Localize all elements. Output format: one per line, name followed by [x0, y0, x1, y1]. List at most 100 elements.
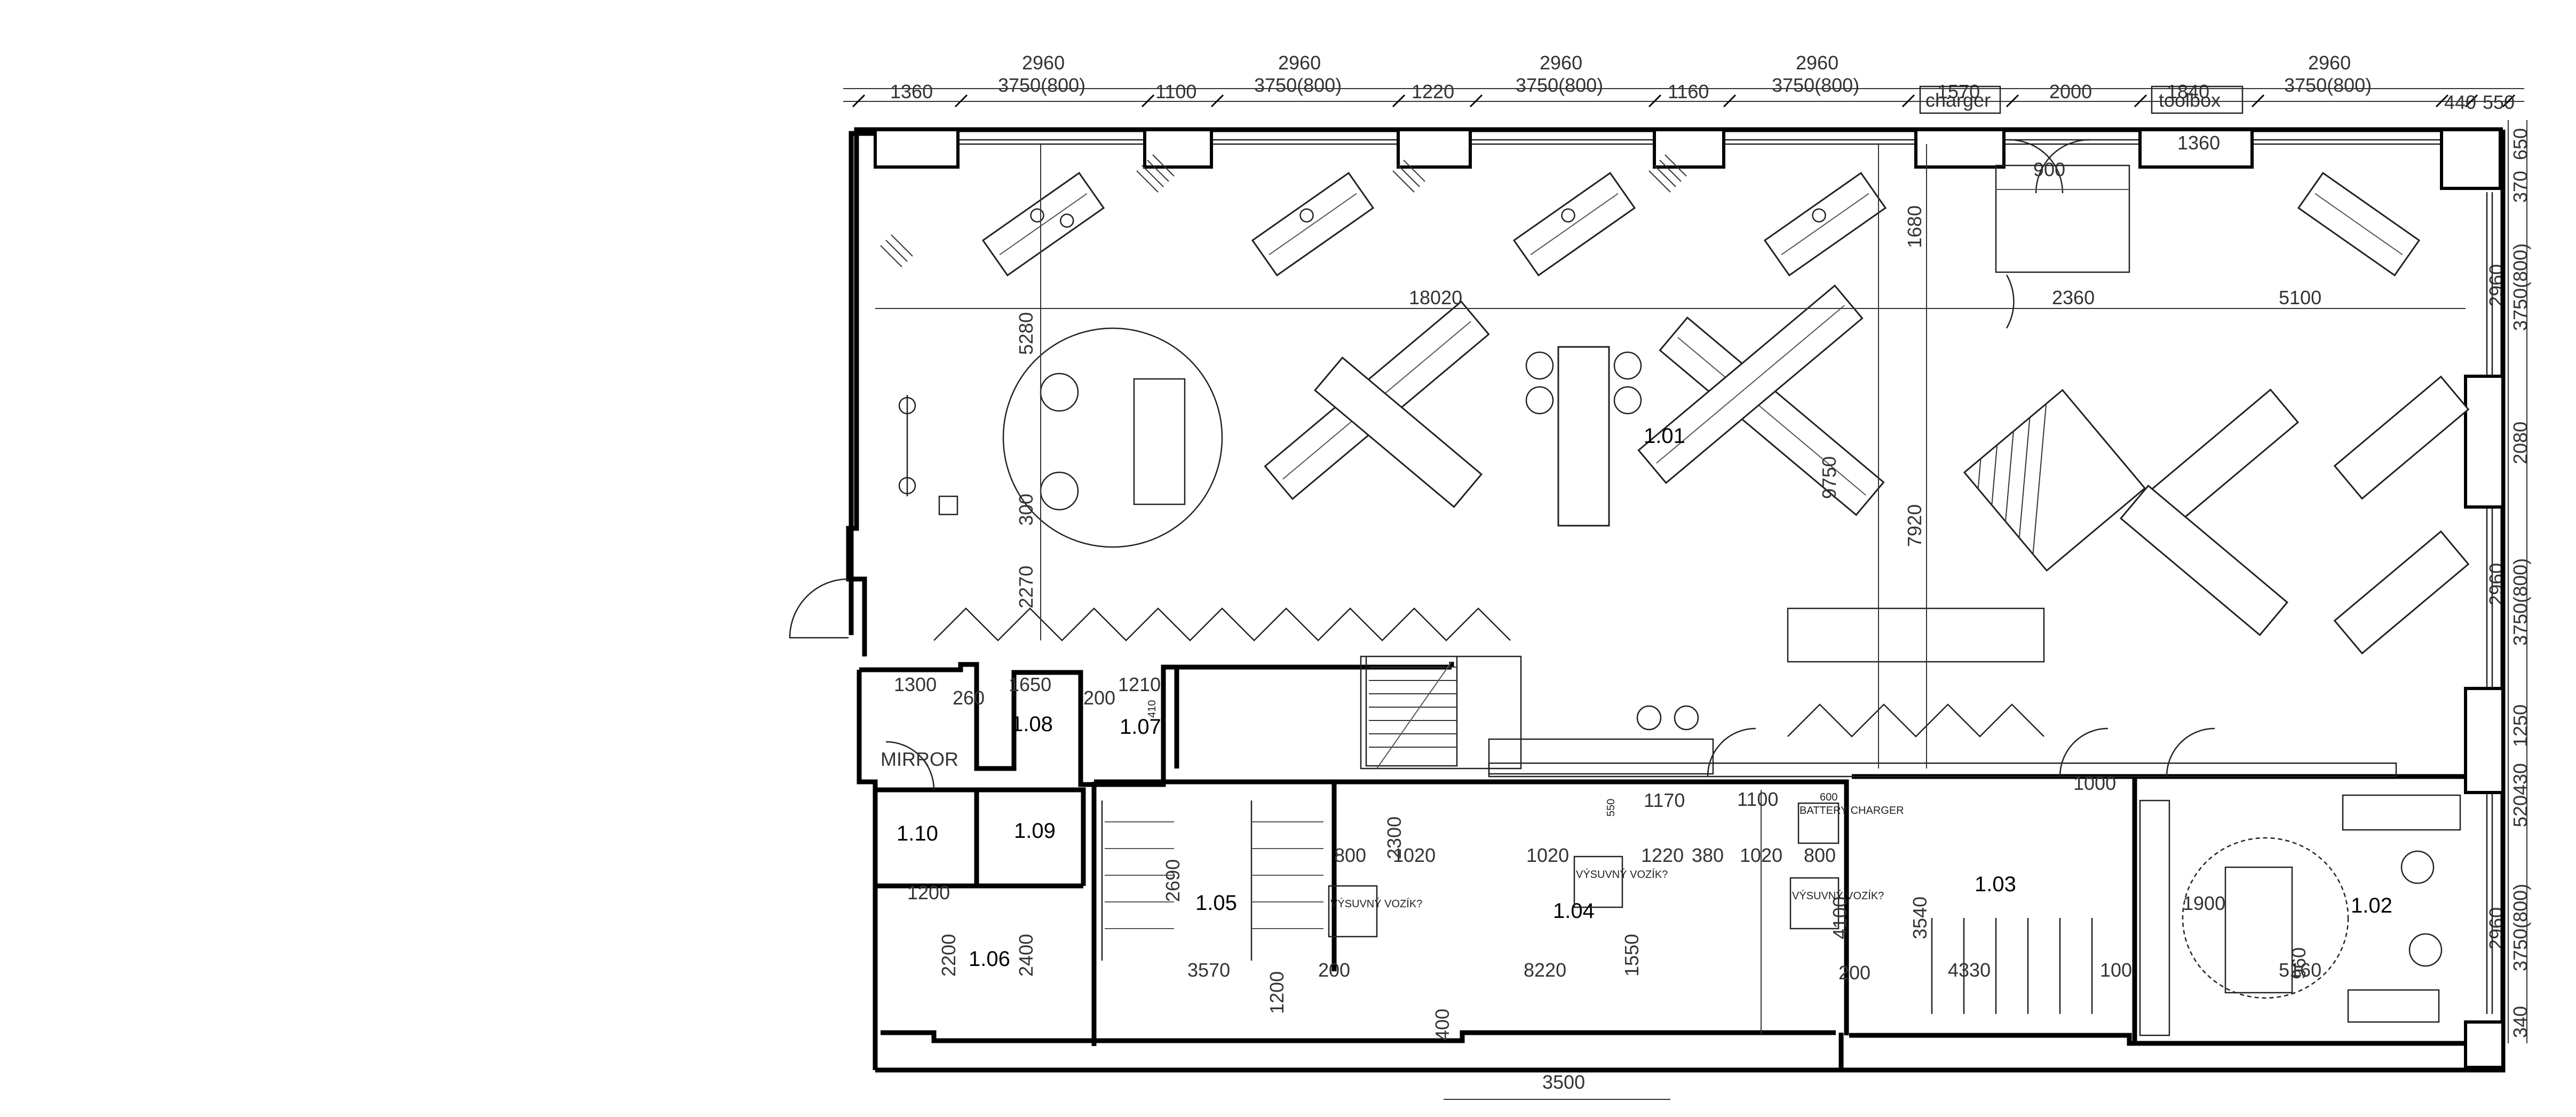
room-1-10-label: 1.10	[897, 822, 938, 845]
dim-right-4: 3750(800)	[2509, 243, 2531, 331]
battery-label: BATTERY CHARGER	[1800, 805, 1904, 817]
dim-1170: 1170	[1644, 789, 1685, 811]
dim-1200: 1200	[1266, 971, 1288, 1014]
dim-1100-b: 1100	[1737, 788, 1778, 810]
dim-600: 600	[1820, 791, 1837, 803]
room-1-01-label: 1.01	[1644, 424, 1685, 448]
dim-18020: 18020	[1409, 287, 1462, 308]
dim-1020-b: 1020	[1526, 844, 1569, 866]
battery-box	[1797, 802, 1840, 844]
room-1-09-label: 1.09	[1014, 819, 1056, 843]
dim-right-1: 370	[2509, 171, 2531, 203]
dim-top-10: 2000	[2049, 81, 2092, 102]
dim-9750: 9750	[1818, 456, 1840, 499]
dim-top-4-lower: 3750(800)	[1254, 74, 1342, 96]
dim-8220: 8220	[1524, 959, 1566, 981]
dim-1200-b: 1200	[907, 882, 950, 904]
dim-960: 960	[2288, 947, 2310, 979]
dim-1300: 1300	[894, 674, 937, 695]
dim-5280: 5280	[1015, 312, 1037, 355]
dim-7920: 7920	[1904, 504, 1925, 547]
dim-right-10: 520	[2509, 795, 2531, 827]
dim-1900: 1900	[2183, 892, 2225, 914]
dim-right-13: 340	[2509, 1006, 2531, 1038]
vysuvny-box-2	[1573, 855, 1623, 908]
bike-racks	[1101, 801, 1323, 961]
dim-550: 550	[1605, 799, 1617, 817]
dim-1650: 1650	[1009, 674, 1051, 695]
dim-260: 260	[953, 687, 985, 709]
stairs	[1360, 655, 1522, 770]
dim-right-5: 2080	[2509, 422, 2531, 464]
dim-4100: 4100	[1829, 897, 1851, 939]
dim-410: 410	[1146, 700, 1158, 718]
vysuvny-box-3	[1789, 877, 1840, 930]
dim-3540: 3540	[1909, 897, 1931, 939]
dim-top-8-lower: 3750(800)	[1772, 74, 1859, 96]
dim-right-7: 3750(800)	[2509, 558, 2531, 646]
dim-5100: 5100	[2279, 287, 2321, 308]
dim-right-9: 430	[2509, 763, 2531, 795]
dim-top-12-upper: 2960	[2308, 52, 2351, 74]
dim-800-a: 800	[1334, 844, 1366, 866]
vysuvny-label-2: VÝSUVNÝ VOZÍK?	[1576, 868, 1668, 881]
bikes-1-03	[1931, 918, 2093, 1014]
dim-right-8: 1250	[2509, 704, 2531, 747]
dim-2400: 2400	[1015, 934, 1037, 977]
room-1-07-label: 1.07	[1120, 715, 1161, 739]
window-piers	[874, 128, 2504, 1069]
top-dimension-chain: 1360 2960 3750(800) 1100 2960 3750(800) …	[843, 52, 2524, 114]
charger-box	[1919, 85, 2001, 114]
dim-3570: 3570	[1187, 959, 1230, 981]
dim-top-13: 440	[2444, 91, 2476, 113]
room-1-08-label: 1.08	[1011, 712, 1053, 736]
dim-top-7: 1160	[1668, 81, 1709, 102]
dim-1220-b: 1220	[1641, 844, 1684, 866]
dim-top-12-lower: 3750(800)	[2284, 74, 2372, 96]
dim-1020-a: 1020	[1393, 844, 1436, 866]
dim-2270: 2270	[1015, 566, 1037, 608]
dim-1210: 1210	[1118, 674, 1161, 695]
dim-900: 900	[2033, 159, 2065, 180]
room-1-05-label: 1.05	[1195, 891, 1237, 915]
room-1-03-label: 1.03	[1975, 873, 2016, 896]
vysuvny-box-1	[1328, 885, 1378, 938]
room-1-06-label: 1.06	[969, 947, 1010, 971]
dim-right-2: 650	[2509, 128, 2531, 160]
dim-1680: 1680	[1904, 205, 1925, 248]
dim-2360: 2360	[2052, 287, 2095, 308]
vestibule	[1995, 164, 2130, 273]
toolbox-box	[2151, 85, 2244, 114]
interior-dimension-labels: 18020 5100 2360 900 1360 1680 5280 300 2…	[894, 132, 2321, 1093]
dim-4330: 4330	[1948, 959, 1991, 981]
room-1-02-label: 1.02	[2351, 894, 2392, 917]
dim-1020-c: 1020	[1740, 844, 1782, 866]
vysuvny-label-3: VÝSUVNÝ VOZÍK?	[1792, 890, 1884, 902]
shade-hatches	[880, 154, 1687, 267]
dim-right-12: 3750(800)	[2509, 884, 2531, 971]
lounge	[938, 327, 1223, 548]
mirror-label: MIRROR	[881, 748, 958, 770]
dim-300: 300	[1015, 494, 1037, 526]
dim-200-b: 200	[1318, 959, 1350, 981]
dim-2300: 2300	[1383, 817, 1405, 859]
doors	[789, 139, 2215, 790]
wall-bike	[898, 395, 916, 496]
dim-top-11: 1840	[2167, 81, 2209, 102]
dim-2200: 2200	[938, 934, 960, 977]
counter	[1488, 607, 2397, 778]
dim-top-6-upper: 2960	[1540, 52, 1582, 74]
interior-dim-lines	[875, 144, 2466, 1100]
desk-groups	[981, 172, 2470, 655]
dim-1000: 1000	[2073, 772, 2116, 794]
dim-380: 380	[1692, 844, 1724, 866]
dim-1360-b: 1360	[2177, 132, 2220, 154]
dim-top-14: 550	[2483, 91, 2515, 113]
dim-200: 200	[1083, 687, 1115, 709]
dim-top-1: 1360	[890, 81, 933, 102]
charger-label: charger	[1925, 89, 1991, 111]
dim-top-5: 1220	[1412, 81, 1454, 102]
dim-top-6-lower: 3750(800)	[1516, 74, 1603, 96]
dim-200-c: 200	[1838, 962, 1870, 984]
